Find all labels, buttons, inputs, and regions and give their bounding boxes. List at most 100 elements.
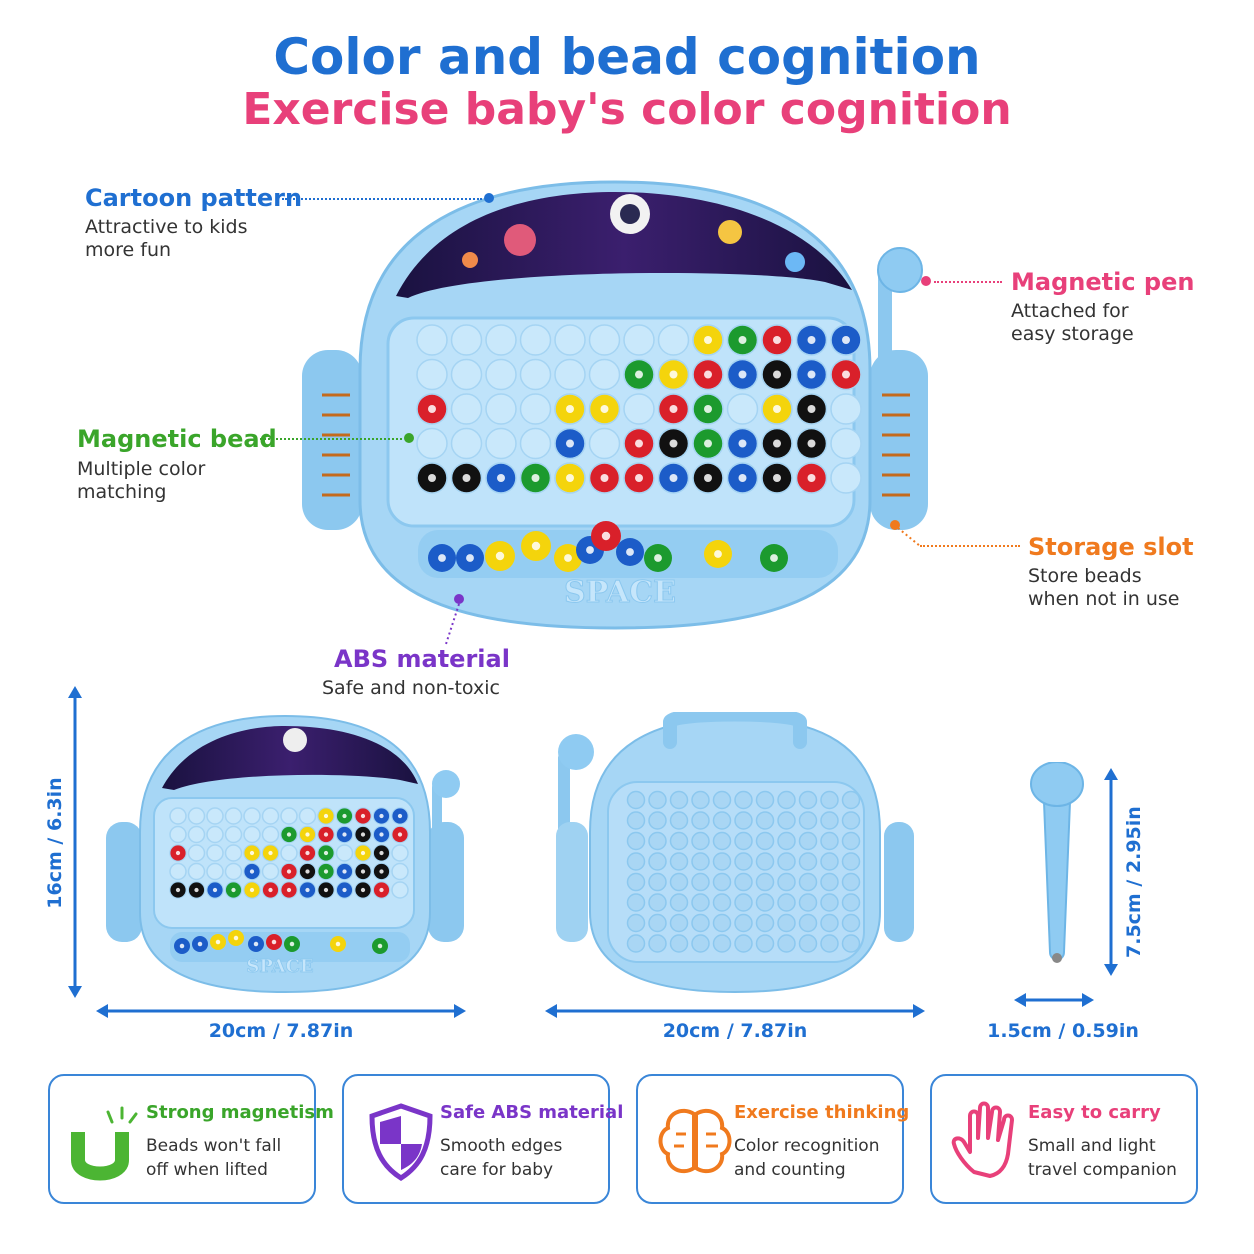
back-bump	[755, 893, 775, 912]
bead-hole	[286, 832, 292, 837]
back-bump	[669, 913, 689, 933]
bead-socket	[224, 862, 243, 881]
callout-cartoon-leader	[282, 198, 482, 200]
callout-bead-leader	[260, 438, 402, 440]
carry-handle	[663, 712, 807, 749]
bead-socket	[519, 358, 552, 391]
main-board-image: SPACE	[302, 180, 928, 630]
bead-socket	[261, 825, 280, 844]
bead-socket	[169, 862, 187, 881]
bead-hole	[704, 405, 712, 413]
bead-hole	[600, 474, 609, 482]
back-bump	[777, 872, 796, 892]
bead-socket	[416, 324, 448, 356]
bead-socket	[224, 807, 243, 825]
back-bump	[734, 913, 753, 933]
back-bump	[648, 831, 667, 851]
pen-diameter-label: 1.5cm / 0.59in	[987, 1020, 1139, 1042]
bead-hole	[377, 943, 383, 949]
bead-hole	[738, 336, 747, 344]
callout-pen-leader	[934, 281, 1002, 283]
feature-title: Strong magnetism	[146, 1102, 334, 1123]
bead-socket	[224, 825, 243, 844]
bead-hole	[738, 439, 747, 448]
bead-socket	[280, 844, 298, 862]
bead-hole	[379, 813, 384, 819]
hand-icon	[951, 1101, 1014, 1178]
back-bump	[841, 811, 861, 830]
bead-socket	[726, 393, 759, 425]
bead-hole	[428, 405, 436, 413]
bead-hole	[233, 935, 239, 941]
bead-hole	[249, 869, 255, 874]
bead-socket	[450, 324, 483, 356]
front-width-label: 20cm / 7.87in	[208, 1020, 354, 1042]
bead-socket	[206, 862, 224, 881]
callout-cartoon-dot	[484, 193, 494, 203]
callout-abs-title: ABS material	[334, 645, 510, 673]
back-bump	[820, 852, 839, 871]
back-bump	[691, 831, 710, 851]
bead-hole	[669, 439, 678, 448]
back-bump	[820, 913, 839, 933]
bead-socket	[243, 825, 261, 844]
back-bump	[755, 872, 775, 892]
bead-hole	[462, 474, 471, 482]
bead-hole	[566, 439, 574, 448]
back-view-image	[556, 712, 914, 994]
bead-socket	[261, 862, 280, 881]
back-bump	[820, 893, 839, 912]
bead-hole	[495, 551, 505, 561]
bead-socket	[298, 807, 317, 825]
shield-icon	[369, 1103, 433, 1181]
bead-hole	[807, 370, 816, 379]
brain-icon	[658, 1108, 732, 1174]
back-bump	[669, 811, 689, 830]
bead-socket	[554, 324, 586, 356]
bead-hole	[360, 850, 366, 856]
bead-hole	[738, 370, 747, 379]
bead-hole	[323, 887, 329, 893]
bead-socket	[206, 844, 224, 862]
bead-socket	[623, 393, 655, 425]
back-bump	[798, 811, 818, 830]
back-bump	[712, 790, 732, 810]
bead-hole	[286, 887, 292, 893]
feature-title: Exercise thinking	[734, 1102, 910, 1123]
bead-socket	[485, 427, 517, 460]
bead-hole	[773, 370, 781, 379]
back-bump	[648, 811, 667, 830]
back-bump	[755, 831, 775, 851]
back-width-arrow	[545, 1004, 925, 1018]
back-bump	[820, 790, 839, 810]
bead-hole	[342, 832, 347, 837]
back-bump	[712, 934, 732, 953]
pen-image	[1030, 762, 1084, 963]
bead-hole	[305, 869, 310, 874]
bead-socket	[187, 807, 206, 825]
page-subtitle: Exercise baby's color cognition	[242, 84, 1012, 135]
back-bump	[626, 790, 646, 810]
back-bump	[648, 872, 667, 892]
back-bump	[626, 893, 646, 912]
back-width-label: 20cm / 7.87in	[662, 1020, 808, 1042]
bead-hole	[323, 832, 329, 837]
bead-hole	[773, 336, 781, 344]
bead-hole	[807, 474, 816, 482]
bead-hole	[635, 439, 643, 448]
back-bump	[798, 934, 818, 953]
svg-text:SPACE: SPACE	[246, 956, 313, 977]
back-bump	[648, 934, 667, 953]
back-bump	[755, 934, 775, 953]
bead-socket	[187, 844, 206, 862]
bead-hole	[335, 941, 341, 947]
bead-hole	[342, 813, 347, 819]
bead-socket	[391, 881, 409, 899]
back-bump	[841, 913, 861, 933]
bead-hole	[197, 941, 203, 947]
bead-hole	[438, 554, 446, 562]
back-bump	[669, 893, 689, 912]
